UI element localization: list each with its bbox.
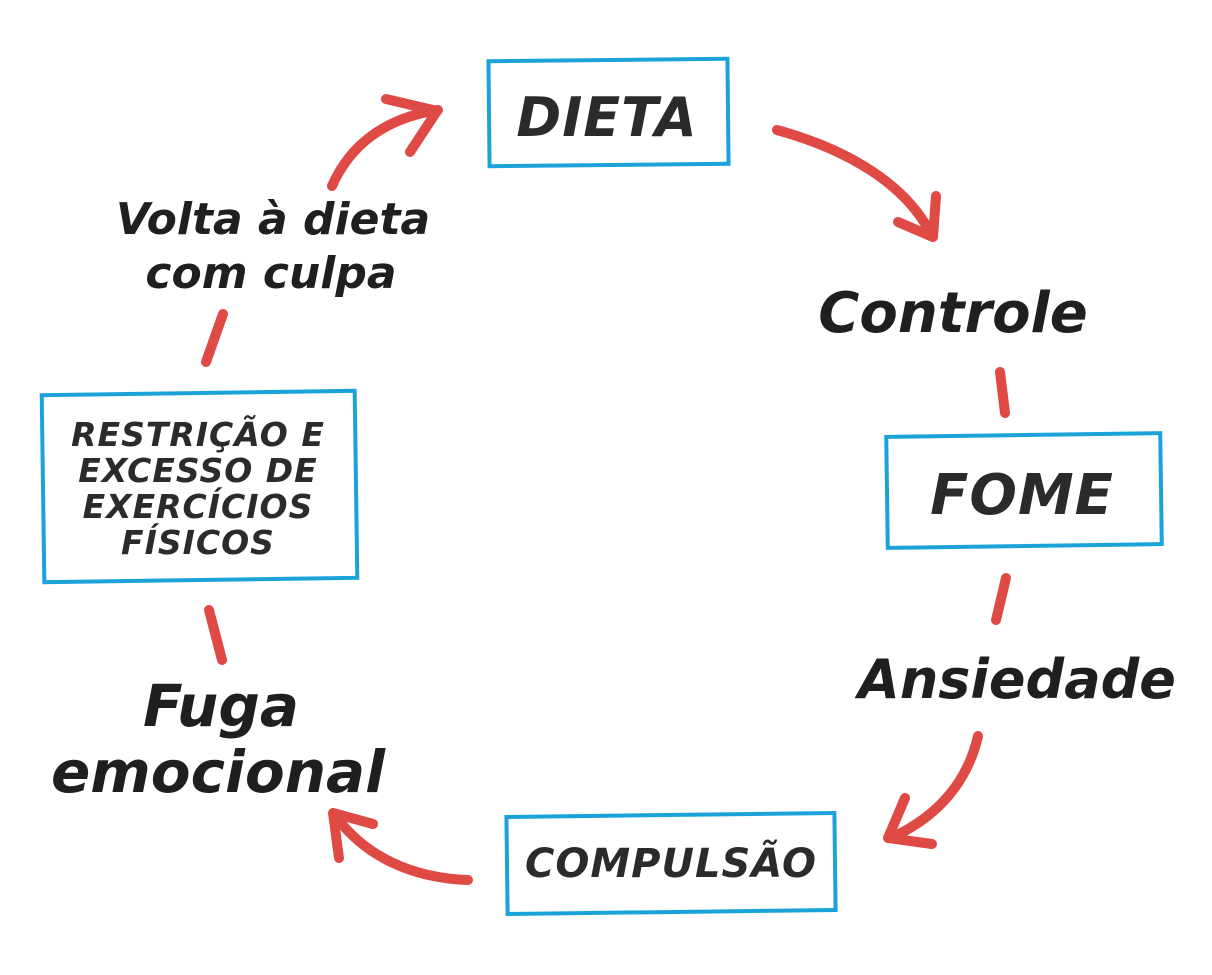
arrowhead-ansiedade-to-compulsao [883, 793, 937, 849]
arrow-volta-to-dieta [327, 105, 443, 191]
node-restricao-line-4: FÍSICOS [121, 522, 275, 562]
connector-fuga-to-restricao [204, 605, 227, 665]
label-volta-line-2: com culpa [145, 248, 396, 299]
label-controle: Controle [818, 281, 1087, 346]
node-restricao-line-1: RESTRIÇÃO E [71, 414, 325, 454]
label-fuga-line-1: Fuga [143, 672, 299, 740]
node-compulsao: COMPULSÃO [504, 810, 838, 917]
arrow-ansiedade-to-compulsao [888, 731, 983, 842]
node-fome: FOME [884, 431, 1164, 550]
node-fome-box [884, 431, 1164, 550]
node-restricao-line-2: EXCESSO DE [78, 451, 317, 490]
node-restricao-box [39, 388, 360, 585]
node-dieta: DIETA [486, 56, 731, 169]
connector-controle-to-fome [995, 367, 1010, 418]
node-fome-label: FOME [930, 463, 1114, 528]
label-fuga-line-2: emocional [51, 738, 386, 806]
arrowhead-dieta-to-controle [893, 191, 941, 242]
arrowhead-volta-to-dieta [381, 94, 442, 157]
connector-fome-to-ansiedade [991, 573, 1011, 625]
arrow-dieta-to-controle [772, 125, 935, 237]
label-ansiedade: Ansiedade [854, 648, 1176, 711]
node-compulsao-box [504, 810, 838, 917]
arrowhead-compulsao-to-fuga [328, 808, 378, 863]
connector-restricao-to-volta [201, 309, 228, 367]
node-restricao-line-3: EXERCÍCIOS [83, 486, 314, 526]
node-compulsao-label: COMPULSÃO [525, 839, 817, 887]
label-volta-line-1: Volta à dieta [116, 194, 430, 245]
node-dieta-label: DIETA [516, 86, 697, 149]
node-dieta-box [486, 56, 731, 169]
node-restricao: RESTRIÇÃO E EXCESSO DE EXERCÍCIOS FÍSICO… [39, 388, 360, 585]
arrow-compulsao-to-fuga [332, 813, 473, 885]
